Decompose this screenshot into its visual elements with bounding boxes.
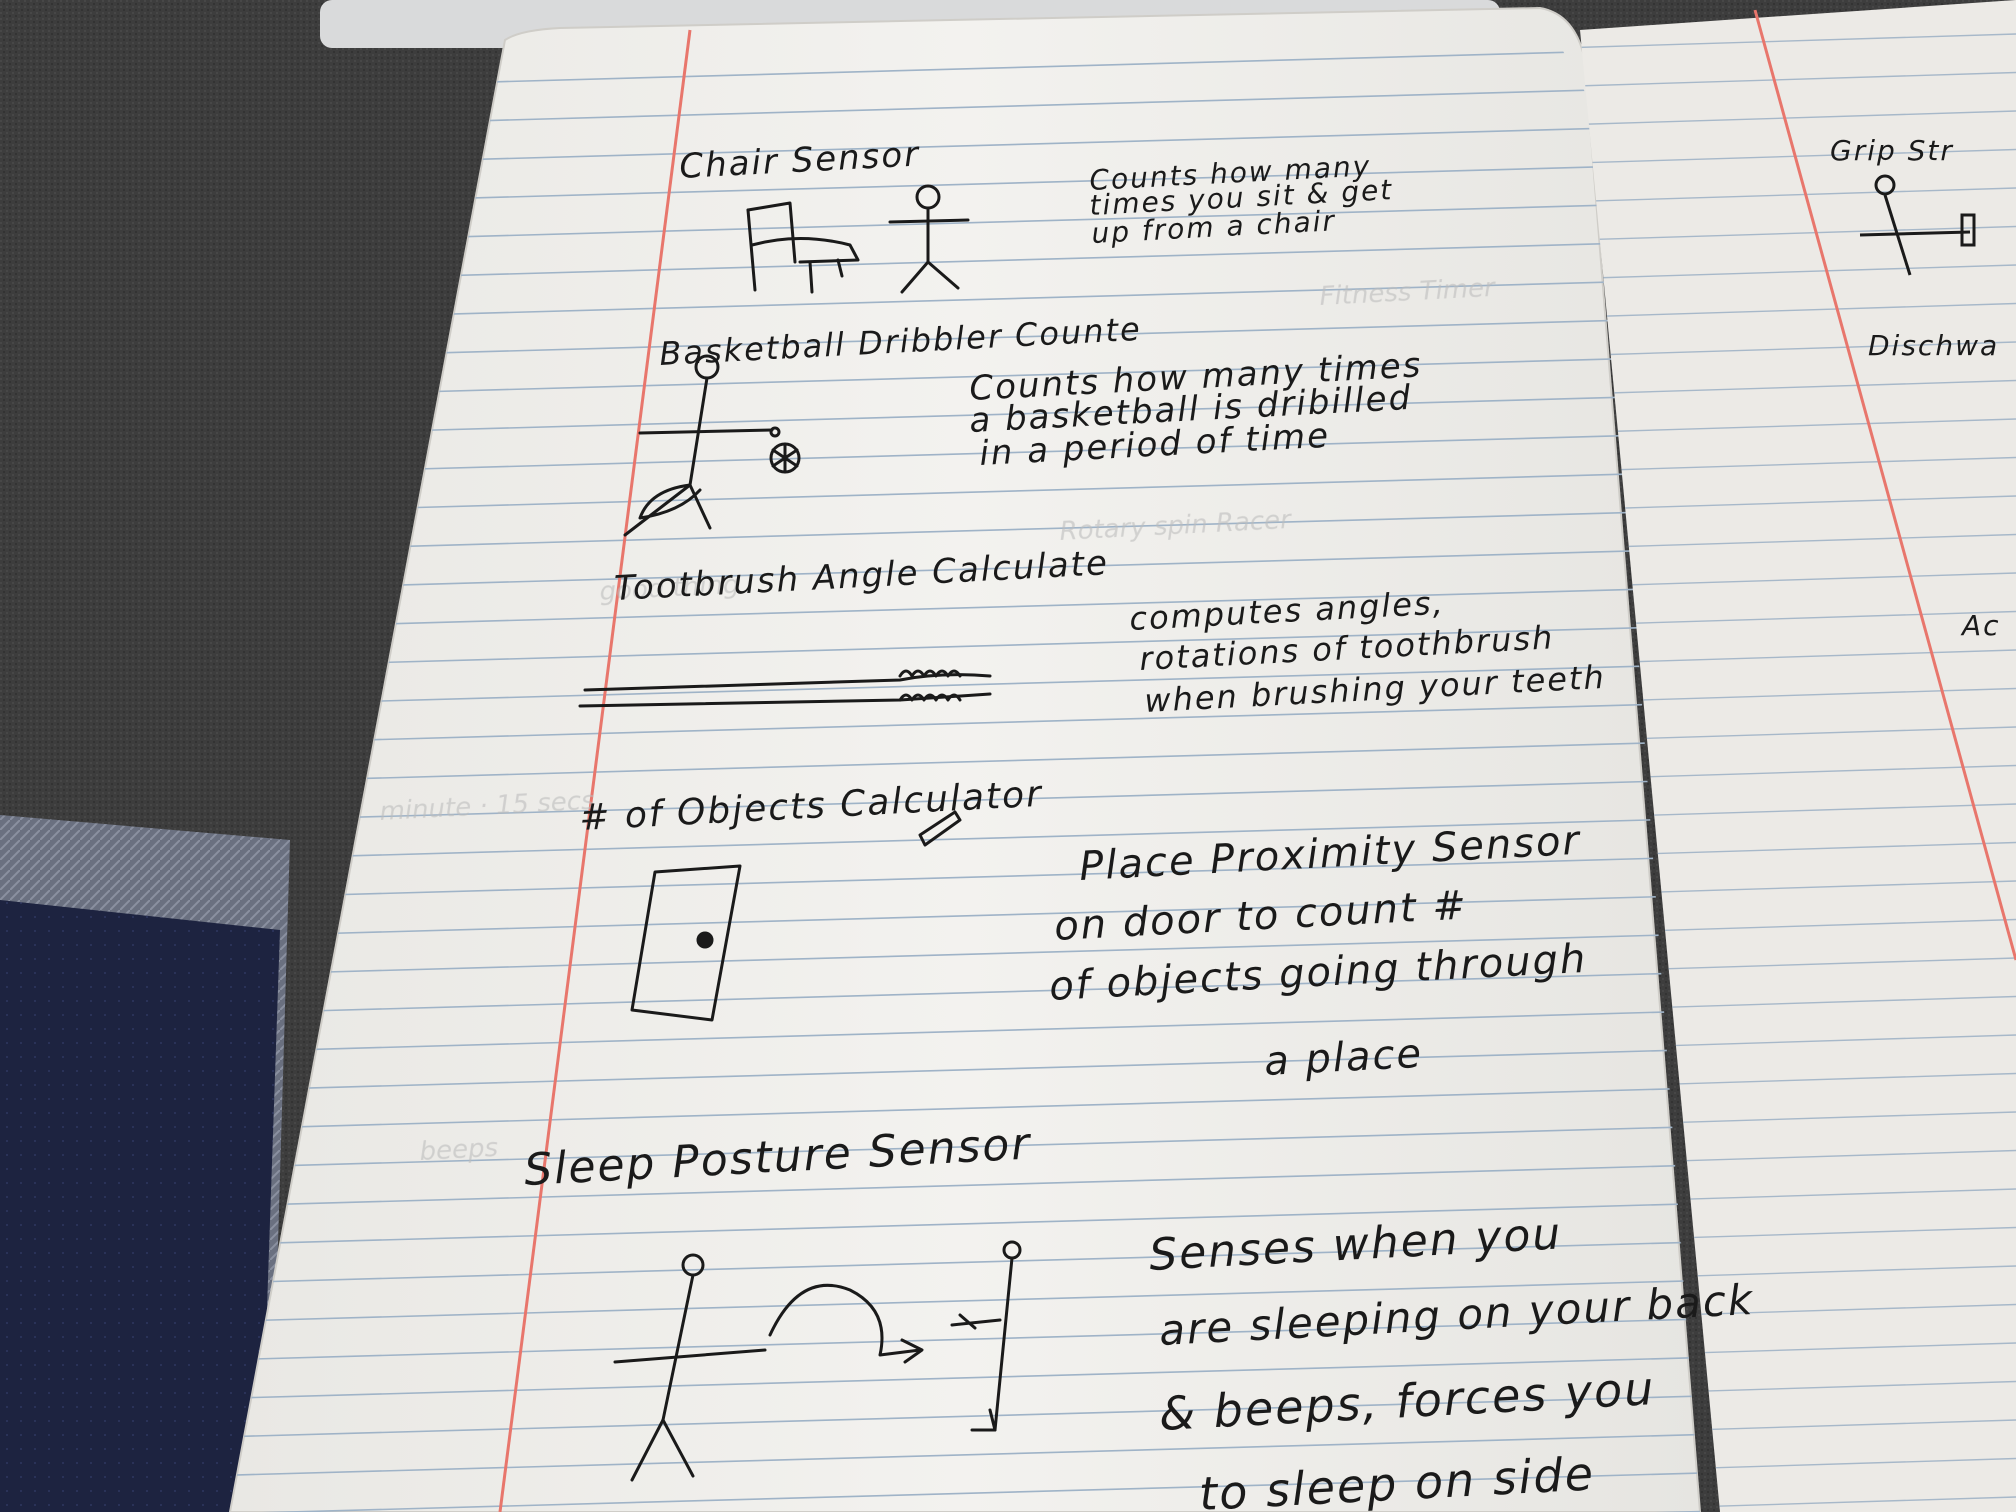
rule-line [1580, 187, 2016, 203]
rule-line [230, 316, 1700, 361]
right-fragment-2: Ac [1960, 609, 2001, 642]
rule-line [230, 971, 1700, 1015]
rule-line [230, 740, 1700, 784]
right-fragment-0: Grip Str [1830, 134, 1954, 167]
rule-line [1580, 572, 2016, 588]
rule-line [230, 432, 1700, 476]
svg-text:good thing: good thing [599, 570, 740, 607]
rule-line [230, 1433, 1700, 1477]
rule-line [230, 1009, 1700, 1054]
rule-line [230, 855, 1700, 900]
rule-line [1580, 533, 2016, 550]
rule-line [1580, 302, 2016, 319]
grip-sketch [1859, 174, 1976, 276]
right-fragment-1: Dischwa [1868, 329, 1999, 362]
rule-line [230, 932, 1700, 977]
rule-line [1580, 110, 2016, 126]
rule-line [230, 393, 1700, 438]
rule-line [230, 1471, 1700, 1512]
rule-line [1580, 341, 2016, 357]
basketball-sketch [623, 354, 801, 537]
rule-line [230, 778, 1700, 823]
rule-line [1580, 418, 2016, 434]
rule-line [230, 586, 1700, 630]
rule-line [1580, 71, 2016, 88]
rule-line [230, 1356, 1700, 1400]
rule-line [230, 1240, 1700, 1285]
rule-line [230, 1394, 1700, 1439]
rule-line [1580, 225, 2016, 242]
rule-line [1580, 456, 2016, 473]
rule-line [230, 1279, 1700, 1323]
rule-line [230, 470, 1700, 515]
rule-line [230, 547, 1700, 592]
rule-line [230, 663, 1700, 707]
sleep-figure-upright [613, 1253, 767, 1482]
pen-sketch [918, 810, 962, 847]
rule-line [230, 1163, 1700, 1208]
svg-text:beeps: beeps [419, 1133, 499, 1167]
rule-line [230, 1048, 1700, 1092]
left-notebook-page [228, 6, 1702, 1512]
rule-line [230, 894, 1700, 938]
rule-line [230, 1317, 1700, 1362]
margin-line [498, 29, 692, 1512]
stick-figure-chair [888, 184, 970, 294]
rule-line [230, 624, 1700, 669]
rule-line [230, 509, 1700, 553]
rule-line [230, 1086, 1700, 1131]
toothbrush-sketch [578, 669, 992, 708]
rule-line [1580, 495, 2016, 511]
rule-line [1580, 379, 2016, 396]
chair-sketch [746, 201, 860, 294]
door-sketch [630, 864, 742, 1022]
rule-line [230, 817, 1700, 861]
rule-line [230, 1125, 1700, 1169]
sleep-figure-lying [950, 1240, 1022, 1432]
sleep-arrow [768, 1283, 924, 1364]
rule-line [230, 701, 1700, 746]
rule-line [230, 1202, 1700, 1246]
rule-line [1580, 264, 2016, 280]
rule-line [1580, 33, 2016, 49]
rule-line [1580, 148, 2016, 165]
rule-line [230, 355, 1700, 399]
idea-desc-objects-3: a place [1263, 1031, 1424, 1085]
